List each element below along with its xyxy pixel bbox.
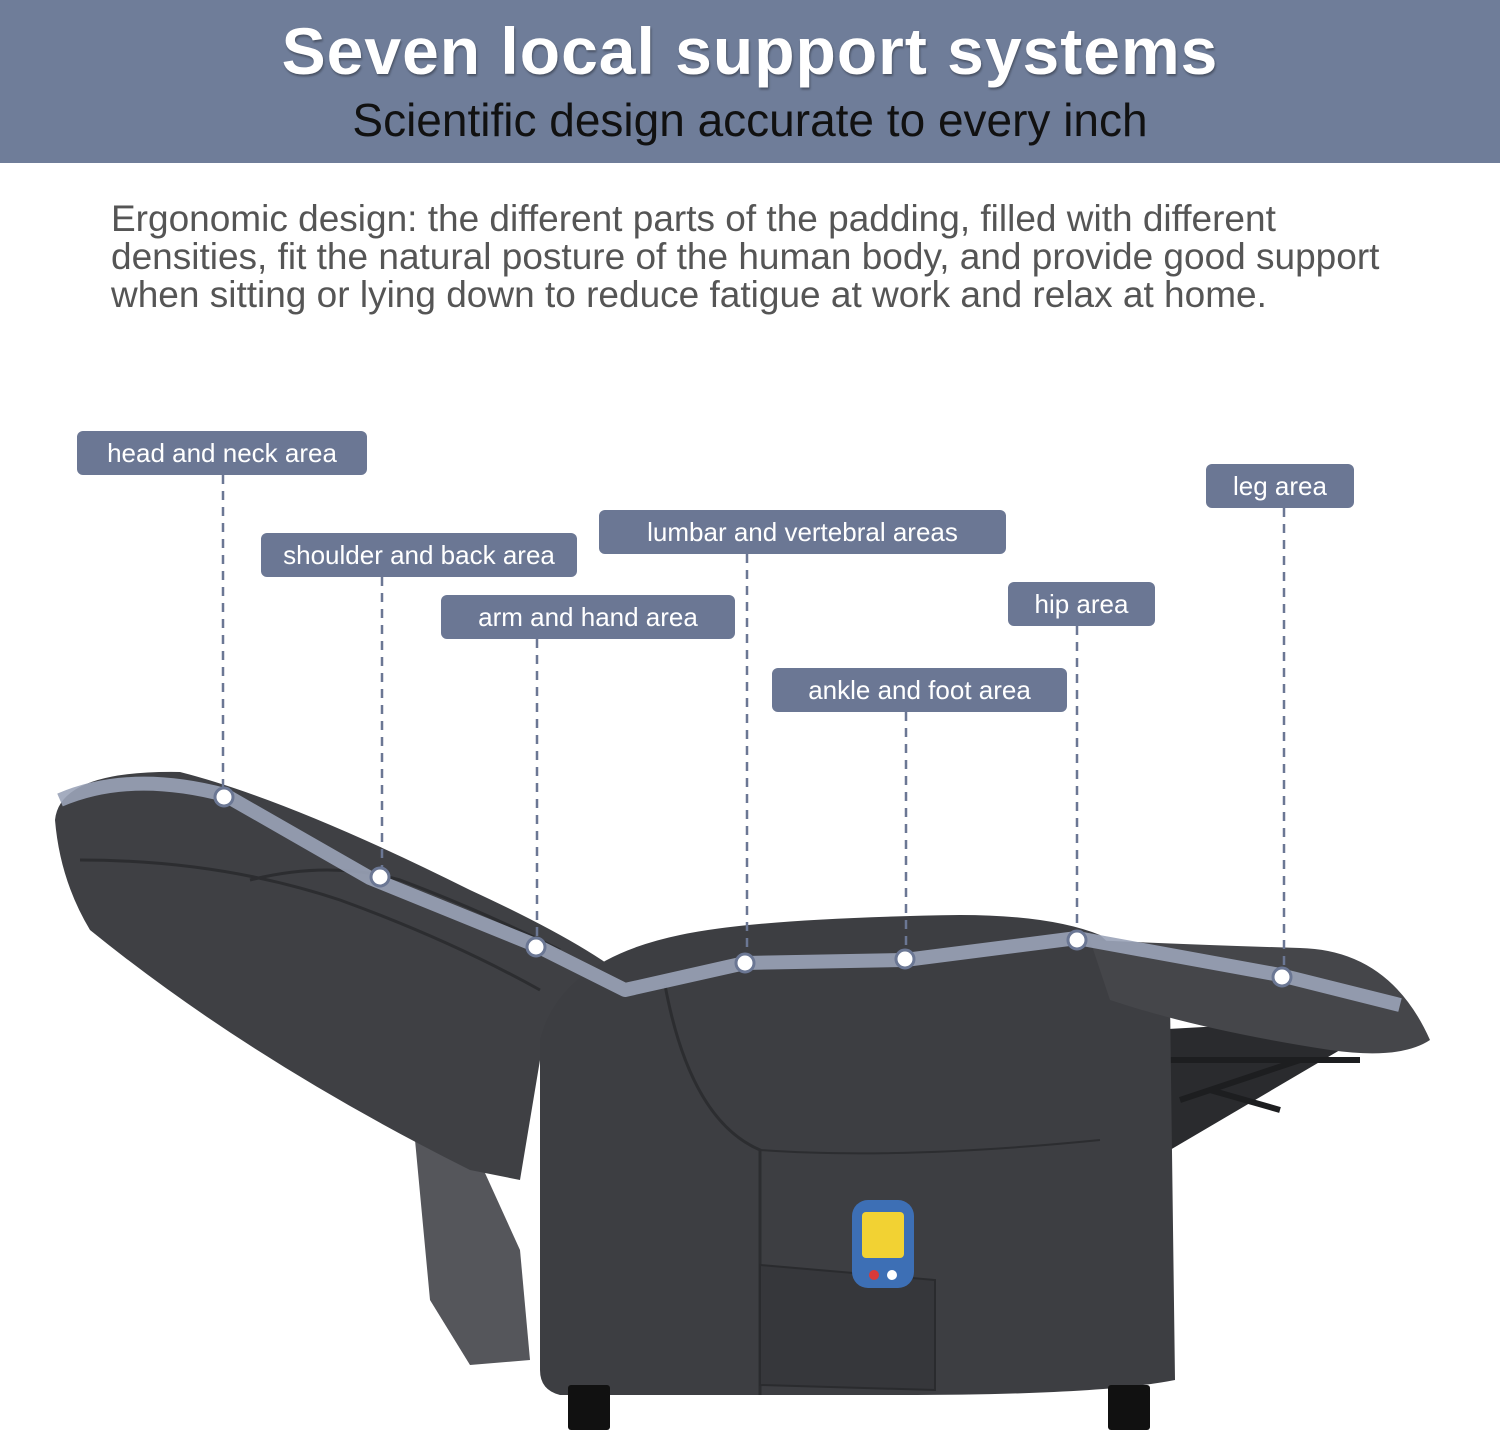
footrest-mechanism xyxy=(1150,1020,1340,1150)
label-shoulder-and-back: shoulder and back area xyxy=(261,533,577,577)
label-ankle-and-foot: ankle and foot area xyxy=(772,668,1067,712)
description-text: Ergonomic design: the different parts of… xyxy=(111,198,1380,315)
dot-hip xyxy=(1066,929,1088,951)
dot-shoulder xyxy=(369,866,391,888)
dot-ankle xyxy=(894,948,916,970)
dot-arm xyxy=(525,936,547,958)
page-title: Seven local support systems xyxy=(281,14,1219,88)
label-lumbar-and-vertebral: lumbar and vertebral areas xyxy=(599,510,1006,554)
label-leg: leg area xyxy=(1206,464,1354,508)
remote-control-icon xyxy=(852,1200,914,1288)
back-leg xyxy=(1108,1385,1150,1430)
dot-lumbar xyxy=(734,952,756,974)
rear-support xyxy=(415,1140,530,1365)
footrest xyxy=(1090,940,1430,1054)
front-leg xyxy=(568,1385,610,1430)
backrest xyxy=(55,771,640,1180)
page-subtitle: Scientific design accurate to every inch xyxy=(352,94,1148,146)
seat-base xyxy=(540,915,1175,1395)
header-banner xyxy=(0,0,1500,163)
dot-head xyxy=(213,786,235,808)
label-arm-and-hand: arm and hand area xyxy=(441,595,735,639)
dot-leg xyxy=(1271,966,1293,988)
label-head-and-neck: head and neck area xyxy=(77,431,367,475)
label-hip: hip area xyxy=(1008,582,1155,626)
